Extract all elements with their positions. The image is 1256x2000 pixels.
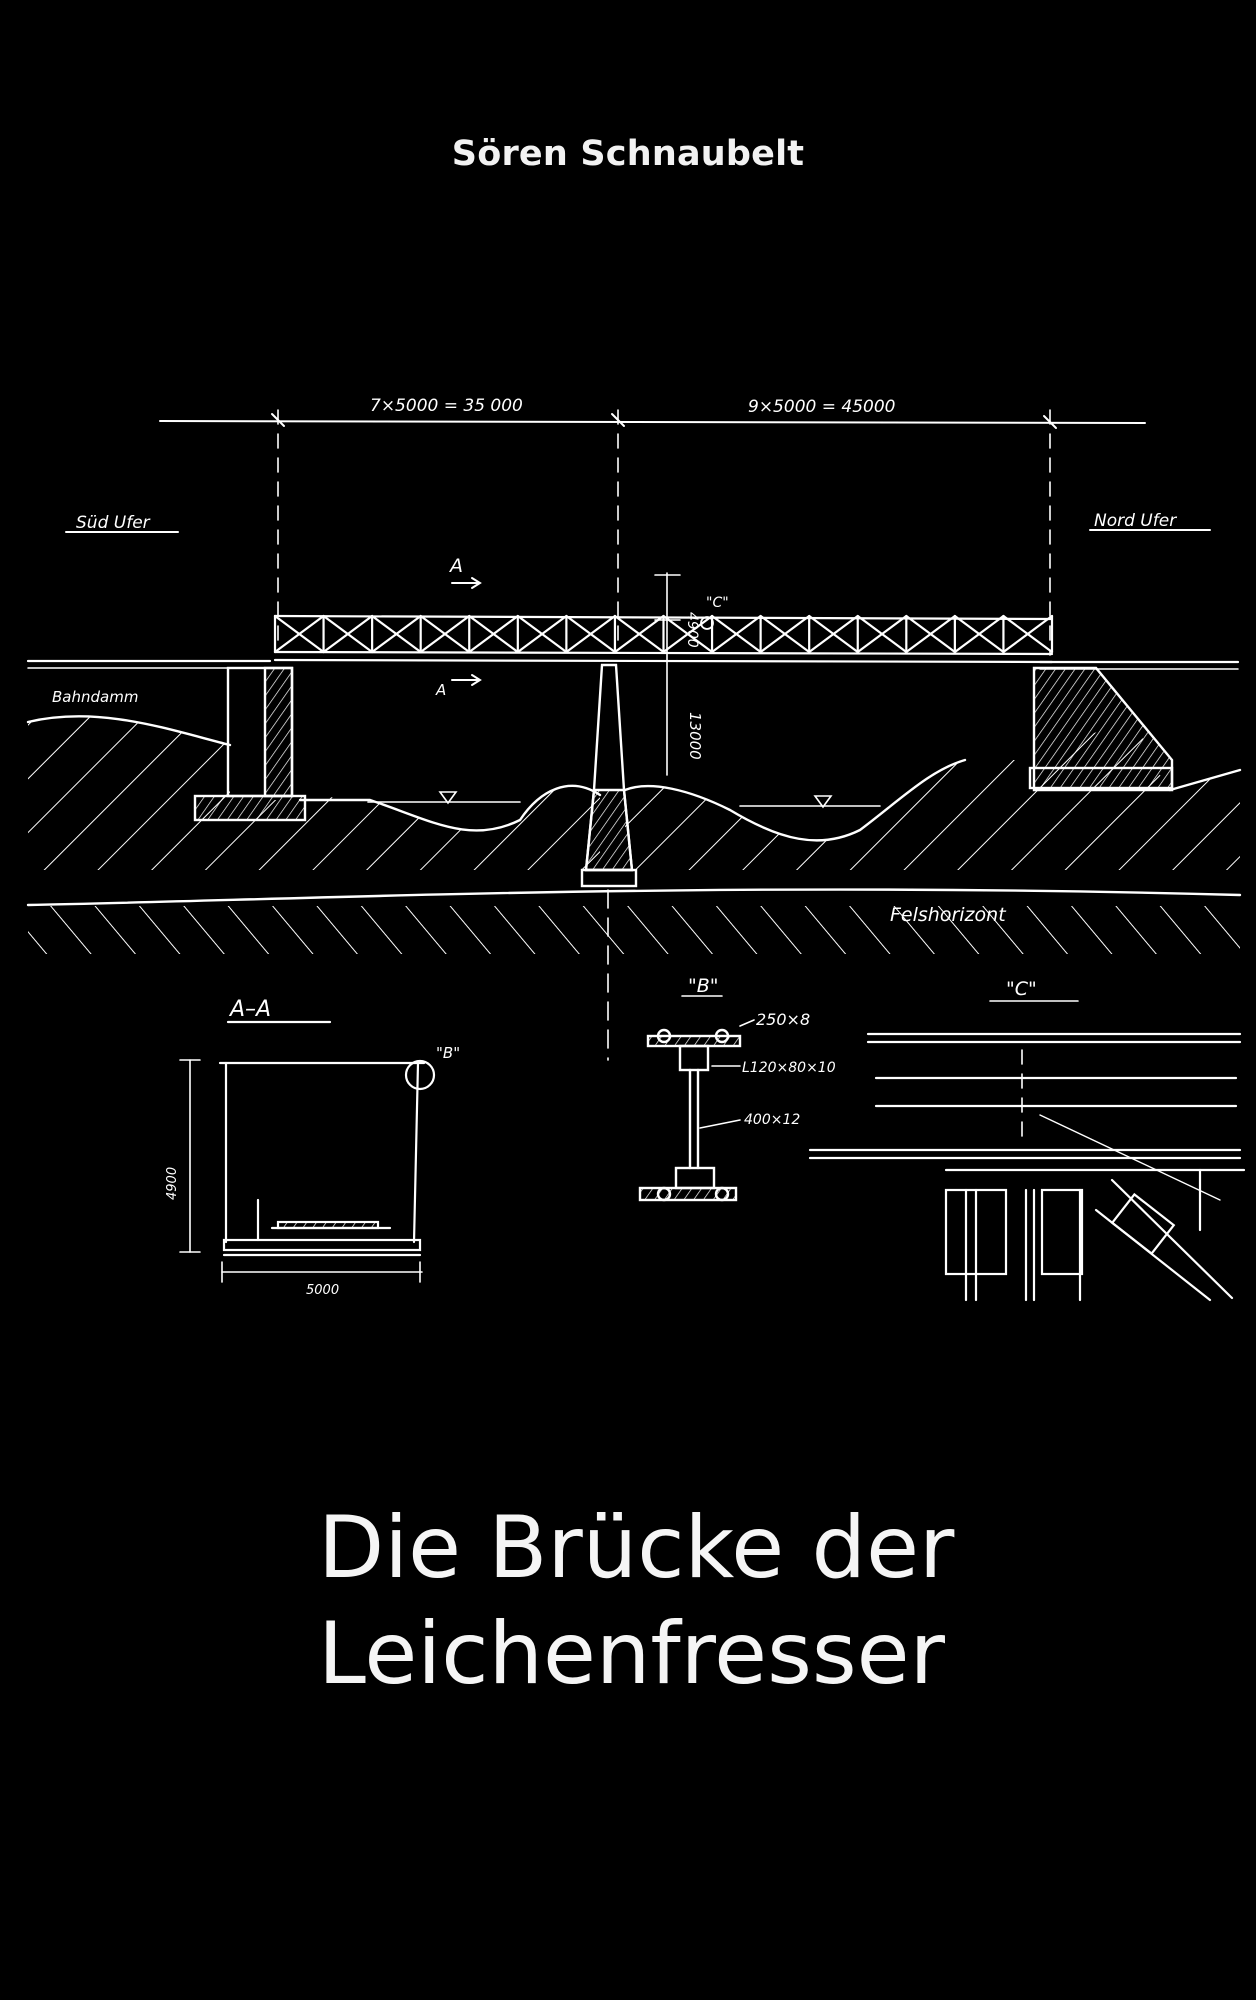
left-abutment [193, 666, 307, 822]
label-section-width: 5000 [306, 1283, 339, 1298]
detail-b-girder [638, 995, 755, 1202]
central-pier [580, 663, 638, 888]
right-abutment [1028, 666, 1174, 792]
label-embankment: Bahndamm [52, 688, 138, 706]
label-section-a-bottom: A [435, 681, 446, 699]
truss [273, 614, 1054, 664]
label-web: 400×12 [744, 1112, 800, 1128]
label-section-a-top: A [448, 555, 463, 577]
label-south-bank: Süd Ufer [76, 513, 151, 533]
label-angle: L120×80×10 [742, 1060, 836, 1076]
book-title-line-2: Leichenfresser [318, 1604, 945, 1704]
bedrock-line [26, 888, 1242, 907]
section-aa [179, 1020, 436, 1283]
label-north-bank: Nord Ufer [1094, 511, 1177, 531]
label-plate: 250×8 [756, 1010, 810, 1029]
label-truss-height: 4900 [684, 612, 700, 648]
book-title-line-1: Die Brücke der [318, 1498, 955, 1598]
label-pier-height: 13000 [686, 712, 704, 760]
label-detail-c-title: "C" [1006, 978, 1037, 1000]
label-span-right: 9×5000 = 45000 [748, 397, 895, 417]
label-detail-b-title: "B" [688, 975, 719, 997]
label-detail-b-mark: "B" [436, 1044, 460, 1062]
author-name: Sören Schnaubelt [451, 134, 805, 174]
label-bedrock: Felshorizont [890, 904, 1007, 926]
label-section-aa: A–A [228, 997, 271, 1022]
label-detail-c-mark: "C" [706, 595, 729, 611]
dimension-line-top [159, 420, 1146, 424]
book-title: Die Brücke der Leichenfresser [318, 1495, 1218, 1707]
label-span-left: 7×5000 = 35 000 [370, 396, 523, 416]
label-section-height: 4900 [165, 1167, 180, 1200]
detail-c-connection [808, 1000, 1246, 1302]
